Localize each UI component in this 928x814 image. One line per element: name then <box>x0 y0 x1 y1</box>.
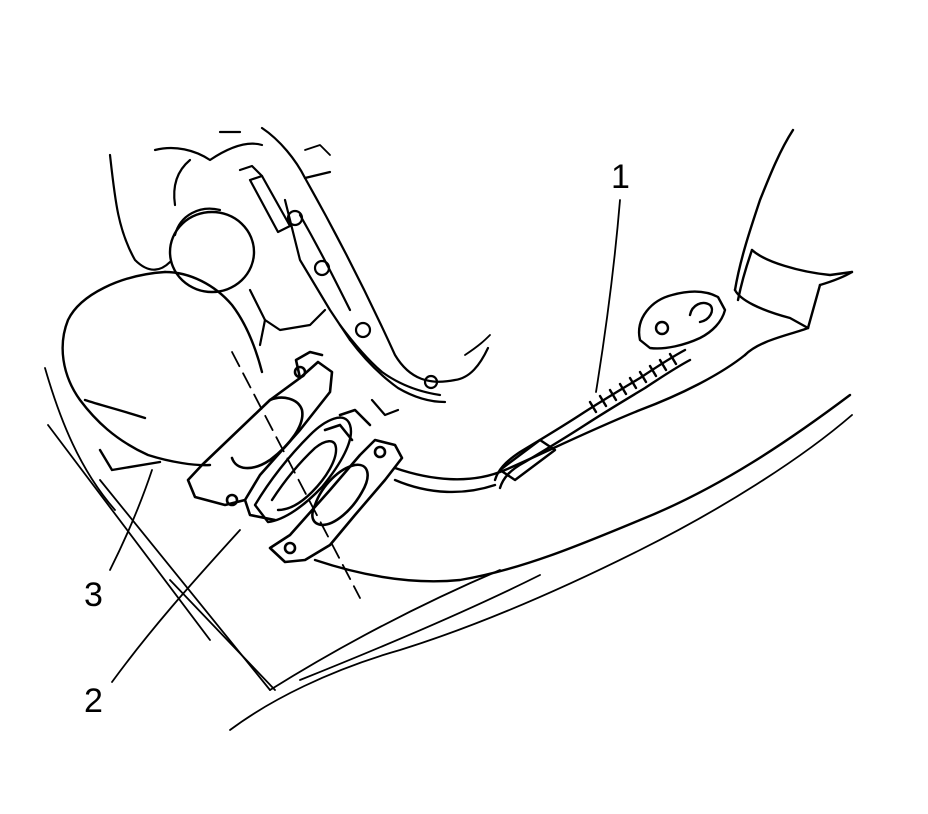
callout-leaders <box>109 199 621 683</box>
flange-right <box>268 408 404 564</box>
leader-3 <box>109 469 153 571</box>
leader-2 <box>111 529 241 683</box>
callout-label-1: 1 <box>611 158 630 196</box>
leader-1 <box>595 199 621 393</box>
callout-label-3: 3 <box>84 576 103 614</box>
exhaust-pipe <box>313 128 854 583</box>
converter-shell <box>61 270 264 472</box>
callout-label-2: 2 <box>84 682 103 720</box>
centerline <box>231 351 361 599</box>
vehicle-floor <box>44 144 853 731</box>
engine-block <box>108 126 490 417</box>
oxygen-sensor-harness <box>393 290 727 494</box>
gasket <box>253 416 353 524</box>
